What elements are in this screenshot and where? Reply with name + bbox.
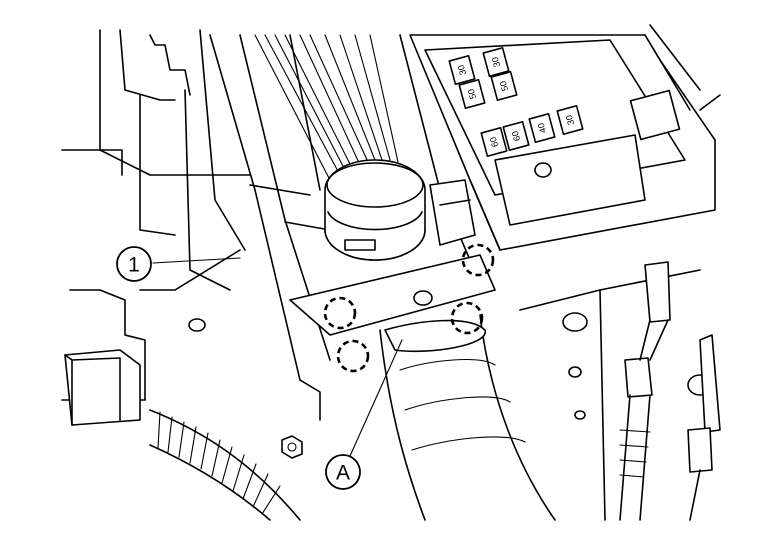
fuse-label: 60 (510, 130, 522, 142)
fuse-label: 50 (498, 80, 510, 92)
fuse-cell (502, 121, 530, 151)
fuse-cell (480, 127, 508, 157)
callout-1: 1 (116, 246, 241, 282)
fuse-cell (528, 113, 556, 143)
bolt (281, 435, 303, 459)
connector-boot (324, 159, 426, 261)
callout-a-label: A (336, 462, 350, 485)
mounting-holes (188, 318, 206, 332)
fuse-cell (448, 55, 476, 85)
right-side-components (519, 261, 721, 521)
fuse-cell (556, 105, 584, 135)
clip-marker (450, 301, 484, 335)
left-body-panel (61, 29, 251, 401)
fuse-label: 30 (490, 56, 502, 68)
fuse-label: 50 (466, 88, 478, 100)
callout-a: A (325, 339, 403, 490)
callout-a-leader (349, 339, 403, 457)
fuse-label: 30 (564, 114, 576, 126)
main-harness (379, 314, 556, 521)
fuse-cell (490, 71, 518, 101)
clip-marker (323, 296, 357, 330)
connector-lock-lever (429, 179, 476, 246)
callout-1-leader (152, 257, 241, 264)
connector-base-plate (289, 254, 496, 336)
fuse-label: 40 (536, 122, 548, 134)
callout-a-circle (325, 454, 361, 490)
clip-marker (336, 339, 370, 373)
fuse-label: 60 (488, 136, 500, 148)
fuse-array: 30 30 50 50 60 60 40 30 (448, 47, 584, 157)
fuse-cell (482, 47, 510, 77)
callout-1-circle (116, 246, 152, 282)
fuse-box (409, 24, 721, 251)
callout-1-label: 1 (128, 254, 140, 277)
wire-bundle (254, 34, 399, 181)
fuse-label: 30 (456, 64, 468, 76)
lower-left-harness (149, 409, 301, 521)
clip-locations (323, 243, 495, 373)
clip-marker (461, 243, 495, 277)
relay-block (64, 349, 141, 426)
fuse-cell (458, 79, 486, 109)
